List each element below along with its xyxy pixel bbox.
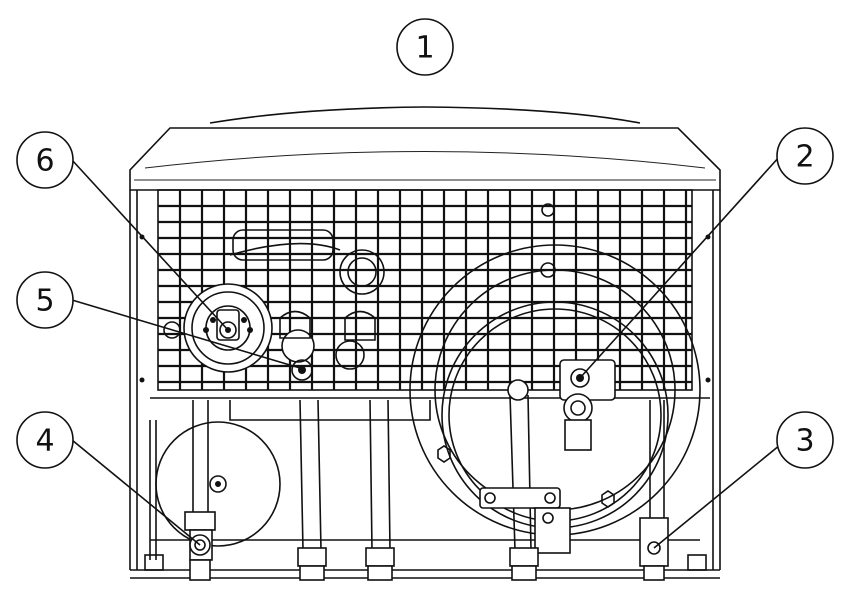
callout-4-label: 4 <box>35 424 54 459</box>
callout-3-label: 3 <box>795 424 814 459</box>
callout-4: 4 <box>16 411 74 469</box>
callout-5-label: 5 <box>35 284 54 319</box>
pipes <box>150 394 700 551</box>
leader-4 <box>71 439 201 546</box>
callout-5: 5 <box>16 271 74 329</box>
callout-1: 1 <box>396 18 454 76</box>
front-grille <box>157 189 693 391</box>
callout-1-label: 1 <box>415 31 434 66</box>
pressure-sensor <box>279 310 376 381</box>
leader-lines <box>71 155 781 549</box>
casing <box>129 190 721 579</box>
expansion-vessel <box>149 420 281 560</box>
callout-6-label: 6 <box>35 144 54 179</box>
callout-6: 6 <box>16 131 74 189</box>
leader-6 <box>71 159 229 331</box>
callout-3: 3 <box>776 411 834 469</box>
callout-2: 2 <box>776 127 834 185</box>
leader-3 <box>653 444 781 549</box>
leader-5 <box>71 299 301 369</box>
bottom-connectors <box>144 511 707 581</box>
internal-components <box>229 203 556 295</box>
top-cover <box>129 106 721 191</box>
valve-block <box>479 359 616 554</box>
callout-2-label: 2 <box>795 140 814 175</box>
leader-2 <box>579 155 781 379</box>
